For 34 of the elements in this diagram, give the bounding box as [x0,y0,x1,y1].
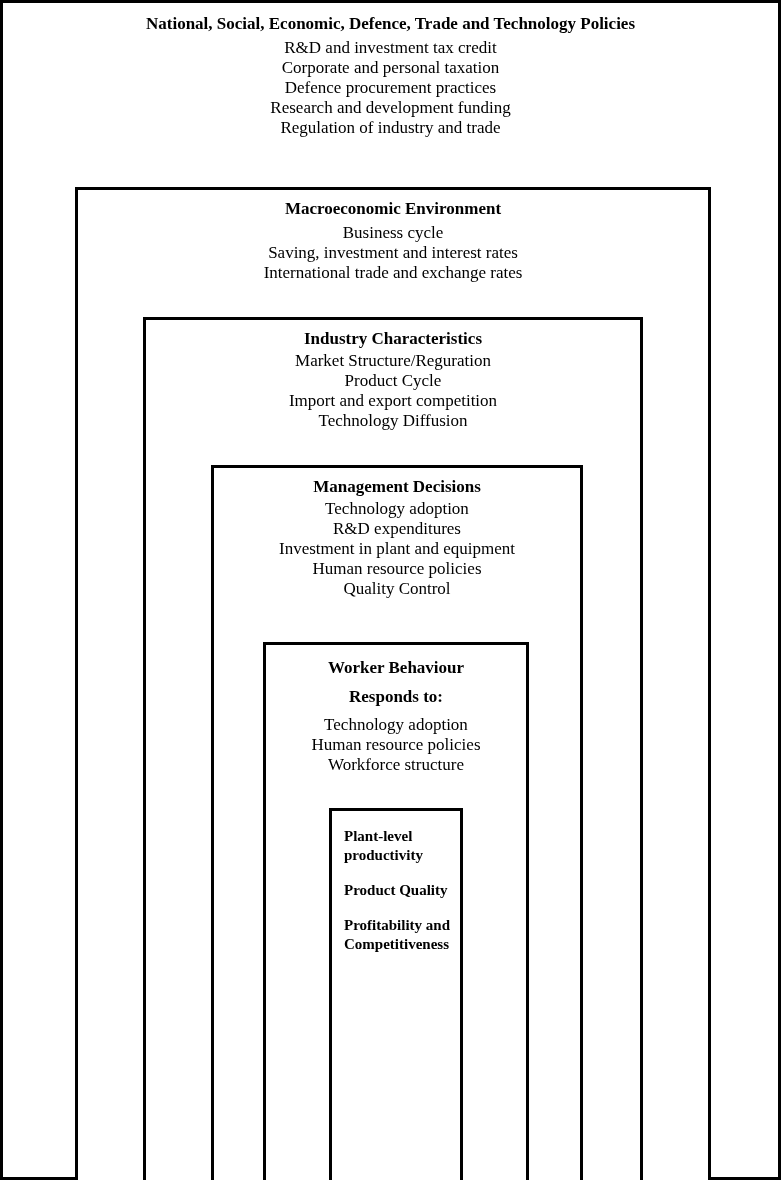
nested-box [211,465,583,1180]
list-item: Import and export competition [288,391,498,411]
list-item: Investment in plant and equipment [278,539,516,559]
list-item: Research and development funding [270,98,511,118]
list-item: Regulation of industry and trade [280,118,501,138]
list-item: Corporate and personal taxation [281,58,500,78]
nested-box [329,808,463,1180]
list-item: International trade and exchange rates [263,263,523,283]
outcome-text: Product Quality [344,881,449,900]
list-item: Workforce structure [328,755,464,775]
nested-box [75,187,711,1180]
box-heading: Management Decisions [313,476,481,497]
box-heading: Industry Characteristics [304,328,482,349]
outcome-text: Plant-level productivity [344,827,424,865]
list-item: Defence procurement practices [284,78,497,98]
list-item: Business cycle [342,223,444,243]
list-item: Technology Diffusion [318,411,468,431]
list-item: Technology adoption [324,715,468,735]
list-item: R&D and investment tax credit [284,38,497,58]
list-item: Market Structure/Reguration [295,351,491,371]
list-item: Human resource policies [311,735,481,755]
list-item: Human resource policies [312,559,482,579]
box-heading: Worker Behaviour [327,657,465,678]
nested-box [143,317,643,1180]
box-heading: Responds to: [349,686,443,707]
box-heading: National, Social, Economic, Defence, Trade and Technology Policies [145,13,636,34]
list-item: Technology adoption [325,499,469,519]
box-heading: Macroeconomic Environment [284,198,502,219]
list-item: Product Cycle [344,371,442,391]
list-item: Quality Control [343,579,451,599]
list-item: R&D expenditures [333,519,461,539]
list-item: Saving, investment and interest rates [268,243,518,263]
nested-box [263,642,529,1180]
outcome-text: Profitability and Competitiveness [344,916,451,954]
